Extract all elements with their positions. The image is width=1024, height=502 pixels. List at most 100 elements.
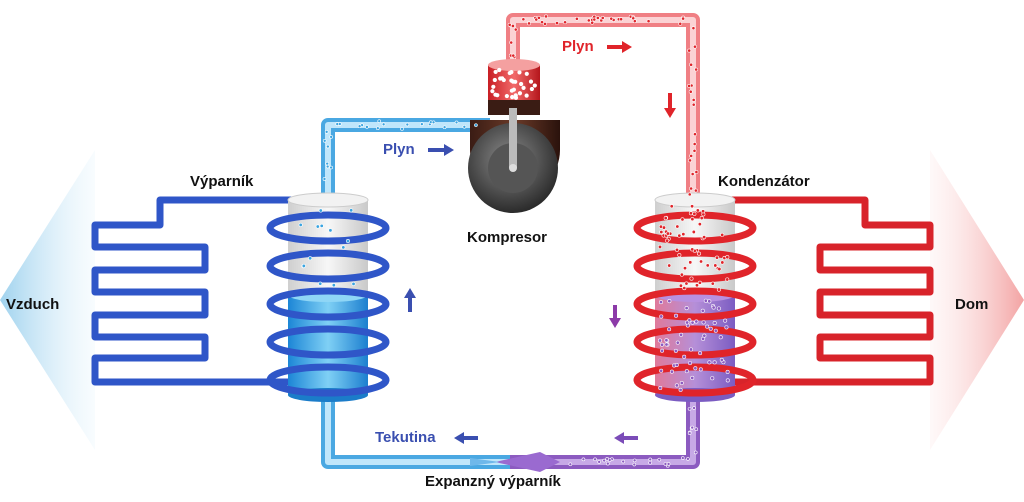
bubble — [707, 299, 712, 304]
bubble — [590, 20, 595, 25]
bubble — [677, 233, 682, 238]
arrow-down-pipe — [664, 93, 676, 118]
bubble — [318, 208, 323, 213]
bubble — [666, 462, 671, 466]
bubble — [688, 89, 693, 94]
bubble — [665, 238, 670, 243]
bubble — [329, 135, 334, 139]
bubble — [697, 280, 702, 285]
bubble — [703, 298, 708, 303]
bubble — [674, 383, 679, 388]
bubble — [718, 335, 723, 340]
bubble — [511, 24, 515, 28]
bubble — [684, 369, 689, 374]
bubble — [686, 457, 690, 461]
bubble — [462, 124, 467, 129]
bubble — [695, 208, 700, 213]
bubble — [528, 79, 534, 84]
bubble — [660, 342, 665, 347]
bubble — [682, 286, 687, 291]
bubble — [663, 216, 668, 221]
bubble — [509, 70, 514, 75]
bubble — [681, 16, 686, 21]
bubble — [493, 69, 498, 75]
bubble — [679, 272, 684, 277]
bubble — [707, 360, 712, 365]
bubble — [689, 153, 694, 158]
bubble — [646, 19, 651, 24]
bubble — [665, 231, 670, 236]
bubble — [420, 122, 424, 126]
bubble — [669, 204, 674, 209]
bubble — [712, 360, 717, 365]
bubble — [673, 348, 678, 353]
bubble — [511, 53, 516, 58]
bubble — [687, 48, 692, 53]
bubble — [660, 348, 665, 353]
bubble — [687, 192, 692, 197]
bubble — [661, 225, 666, 230]
bubble — [691, 26, 696, 31]
bubble — [568, 462, 573, 467]
bubble — [690, 217, 695, 222]
bubble — [699, 259, 704, 264]
air-arrow-right — [930, 150, 1024, 450]
bubble — [683, 266, 688, 271]
bubble — [720, 232, 725, 237]
bubble — [664, 342, 669, 347]
arrow-down-condenser — [609, 305, 621, 328]
bubble — [696, 251, 701, 256]
label-kondenzator: Kondenzátor — [718, 173, 810, 190]
bubble — [474, 123, 478, 127]
bubble — [537, 15, 541, 20]
bubble — [454, 120, 459, 125]
bubble — [711, 305, 716, 310]
bubble — [675, 224, 680, 229]
bubble — [631, 16, 636, 21]
bubble — [326, 144, 330, 149]
bubble — [694, 67, 699, 72]
bubble — [689, 186, 694, 191]
bubble — [532, 83, 537, 88]
bubble — [540, 20, 544, 25]
bubble — [667, 299, 672, 304]
bubble — [322, 177, 327, 181]
label-vyparnik: Výparník — [190, 173, 254, 190]
bubble — [595, 15, 600, 20]
bubble — [632, 19, 637, 24]
bubble — [574, 16, 579, 21]
bubble — [700, 308, 705, 313]
compressor — [468, 59, 560, 213]
bubble — [544, 14, 548, 19]
bubble — [442, 125, 447, 130]
bubble — [723, 318, 728, 323]
bubble — [664, 338, 669, 343]
bubble — [513, 79, 518, 84]
bubble — [693, 132, 697, 137]
evaporator-spiral — [266, 211, 390, 397]
bubble — [689, 347, 694, 352]
bubble — [717, 267, 722, 272]
bubble — [586, 18, 591, 23]
label-plyn-left: Plyn — [383, 141, 415, 158]
pipe-evaporator-to-compressor — [321, 118, 490, 200]
bubble — [308, 256, 313, 261]
bubble — [679, 381, 684, 386]
bubble — [724, 325, 729, 330]
bubble — [720, 260, 725, 265]
bubble — [351, 281, 356, 286]
bubble — [581, 457, 586, 462]
label-plyn-top: Plyn — [562, 38, 594, 55]
bubble — [688, 211, 693, 216]
left-exchanger-coil — [91, 196, 300, 386]
bubble — [621, 459, 625, 464]
bubble — [699, 216, 704, 221]
bubble — [377, 119, 382, 123]
bubble — [521, 17, 526, 22]
bubble — [592, 17, 597, 22]
bubble — [658, 386, 663, 391]
bubble — [682, 354, 687, 359]
bubble — [689, 62, 694, 67]
bubble — [725, 378, 730, 383]
